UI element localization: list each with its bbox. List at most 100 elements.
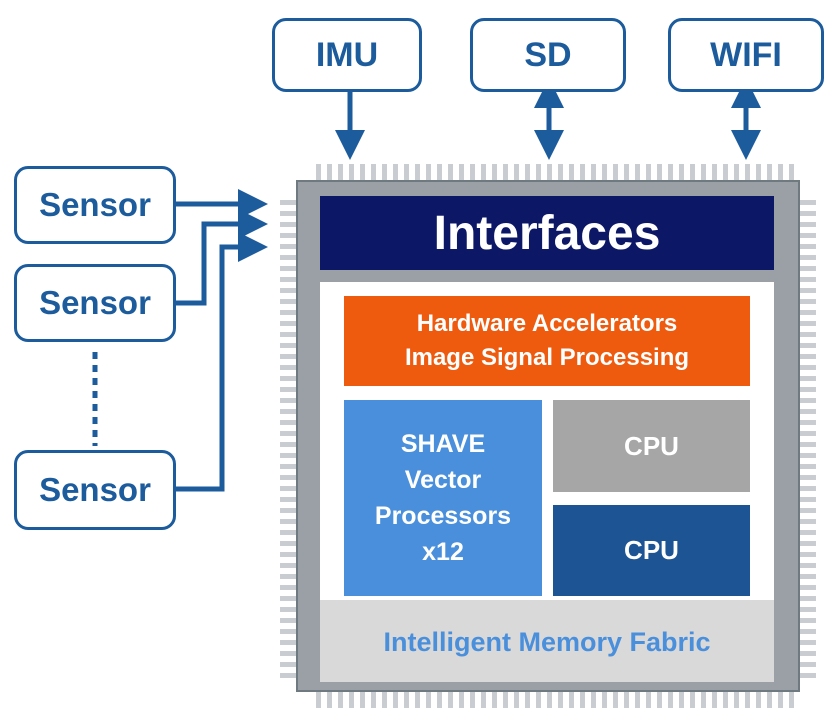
chip-pin: [382, 692, 387, 708]
chip-pin: [789, 692, 794, 708]
chip-pin: [800, 497, 816, 502]
chip-pin: [280, 442, 296, 447]
chip-pin: [756, 692, 761, 708]
chip-pin: [280, 365, 296, 370]
chip-pin: [280, 574, 296, 579]
chip-pin: [800, 233, 816, 238]
chip-pin: [316, 164, 321, 180]
chip-pin: [734, 164, 739, 180]
chip-pin: [338, 164, 343, 180]
chip-pin: [280, 222, 296, 227]
chip-pin: [280, 519, 296, 524]
chip-pin: [800, 508, 816, 513]
chip-pin: [280, 651, 296, 656]
chip-pin: [393, 164, 398, 180]
chip-pin: [591, 164, 596, 180]
chip-pin: [800, 673, 816, 678]
chip-pin: [800, 651, 816, 656]
chip-pin: [349, 692, 354, 708]
chip-pin: [547, 692, 552, 708]
chip-pin: [327, 692, 332, 708]
memory-fabric-label: Intelligent Memory Fabric: [383, 626, 711, 657]
chip-pin: [503, 164, 508, 180]
chip-pin: [778, 692, 783, 708]
chip-pin: [580, 692, 585, 708]
chip-pin: [800, 310, 816, 315]
hardware-accelerators-block: Hardware Accelerators Image Signal Proce…: [344, 296, 750, 386]
chip-pin: [800, 343, 816, 348]
chip-pin: [800, 200, 816, 205]
chip-pin: [404, 692, 409, 708]
chip-pin: [481, 164, 486, 180]
chip-pin: [800, 398, 816, 403]
chip-pin: [503, 692, 508, 708]
chip-pin: [547, 164, 552, 180]
chip-pin: [646, 692, 651, 708]
cpu-block-top: CPU: [553, 400, 750, 492]
chip-pin: [459, 692, 464, 708]
chip-pin: [280, 332, 296, 337]
chip-pin: [800, 442, 816, 447]
chip-pin: [371, 692, 376, 708]
chip-pin: [349, 164, 354, 180]
chip-pin: [690, 164, 695, 180]
chip-pin: [756, 164, 761, 180]
chip-pin: [327, 164, 332, 180]
chip-pin: [800, 618, 816, 623]
chip-pin: [800, 530, 816, 535]
chip-pin: [280, 376, 296, 381]
chip-pin: [800, 475, 816, 480]
chip-pin: [280, 585, 296, 590]
chip-pin: [624, 692, 629, 708]
shave-line-3: Processors: [374, 502, 512, 530]
chip-pin: [800, 431, 816, 436]
chip-pin: [437, 692, 442, 708]
sensor-3-arrow: [176, 232, 268, 492]
sensor-box-2: Sensor: [14, 264, 176, 342]
sd-box: SD: [470, 18, 626, 92]
chip-pin: [800, 288, 816, 293]
chip-pin: [800, 486, 816, 491]
chip-pin: [514, 164, 519, 180]
chip-pin: [280, 387, 296, 392]
chip-pin: [569, 692, 574, 708]
chip-pin: [525, 164, 530, 180]
chip-pin: [723, 164, 728, 180]
interfaces-block: Interfaces: [320, 196, 774, 270]
chip-pin: [800, 266, 816, 271]
chip-pin: [635, 692, 640, 708]
chip-pin: [280, 299, 296, 304]
memory-fabric-band: [320, 600, 774, 682]
chip-pin: [280, 640, 296, 645]
chip-pin: [800, 222, 816, 227]
chip-pin: [635, 164, 640, 180]
chip-pin: [800, 332, 816, 337]
chip-pin: [800, 541, 816, 546]
chip-pin: [800, 596, 816, 601]
chip-pins: [280, 164, 816, 708]
chip-pin: [280, 453, 296, 458]
chip-pin: [701, 164, 706, 180]
chip-pin: [800, 365, 816, 370]
chip-pin: [536, 692, 541, 708]
chip-pin: [657, 164, 662, 180]
chip-pin: [591, 692, 596, 708]
chip-pin: [569, 164, 574, 180]
chip-pin: [800, 585, 816, 590]
chip-pin: [316, 692, 321, 708]
chip-pin: [280, 475, 296, 480]
chip-pin: [280, 552, 296, 557]
chip-pin: [800, 519, 816, 524]
chip-pin: [800, 376, 816, 381]
chip-pin: [712, 692, 717, 708]
chip-pin: [800, 552, 816, 557]
chip-pin: [280, 629, 296, 634]
chip-pin: [382, 164, 387, 180]
chip-pin: [280, 563, 296, 568]
chip-pin: [602, 164, 607, 180]
wifi-box: WIFI: [668, 18, 824, 92]
chip-pin: [778, 164, 783, 180]
chip-pin: [800, 453, 816, 458]
chip-pin: [470, 692, 475, 708]
chip-pin: [280, 420, 296, 425]
